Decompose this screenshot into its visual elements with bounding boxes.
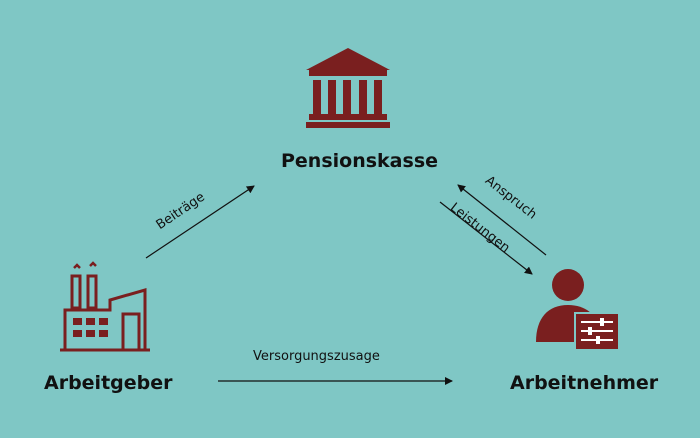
leistungen-arrow xyxy=(439,201,533,275)
versorgungszusage-label: Versorgungszusage xyxy=(253,349,380,364)
pensionskasse-label: Pensionskasse xyxy=(281,150,439,172)
anspruch-arrow xyxy=(457,184,547,256)
arbeitnehmer-label: Arbeitnehmer xyxy=(510,372,659,394)
bank-building-icon xyxy=(306,48,390,128)
employee-document-icon xyxy=(536,269,620,351)
beitraege-arrow xyxy=(145,185,255,259)
arbeitgeber-label: Arbeitgeber xyxy=(44,372,173,394)
factory-icon xyxy=(60,261,150,352)
